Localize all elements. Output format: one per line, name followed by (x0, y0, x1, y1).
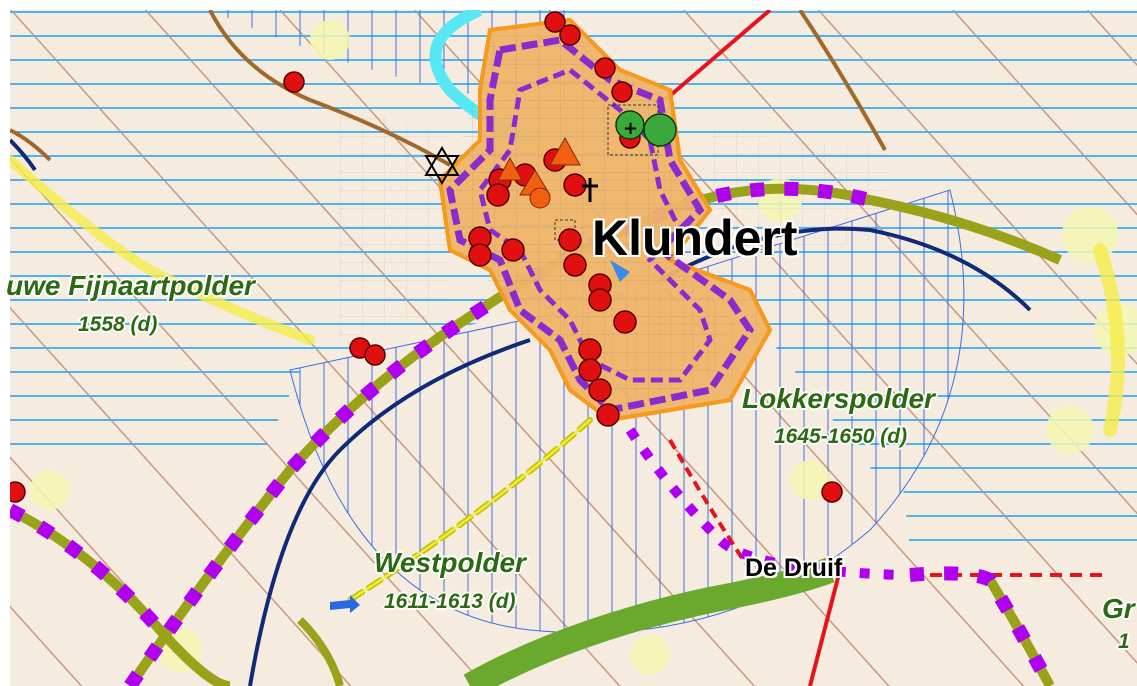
fortification-inner (477, 67, 713, 383)
red-dot-icon[interactable] (486, 183, 510, 207)
hamlet-label-de-druif: De Druif (745, 554, 843, 582)
red-dot-icon[interactable] (558, 228, 582, 252)
red-dot-icon[interactable] (544, 11, 566, 33)
green-dot-icon[interactable] (643, 113, 677, 147)
green-dot-icon[interactable] (615, 110, 645, 140)
red-dot-icon[interactable] (588, 288, 612, 312)
red-dot-icon[interactable] (588, 378, 612, 402)
railway-lines (10, 155, 1125, 603)
red-dot-icon[interactable] (611, 81, 633, 103)
polder-date-west: 1611-1613 (d) (384, 590, 516, 613)
red-dot-icon[interactable] (594, 57, 616, 79)
red-dot-icon[interactable] (468, 243, 492, 267)
red-dot-icon[interactable] (578, 358, 602, 382)
polder-date-edge: 1 (1118, 630, 1130, 653)
blue-arrow-icon[interactable] (330, 595, 360, 613)
polder-name-edge: Gr (1102, 593, 1135, 624)
triangle-icon[interactable] (497, 156, 523, 181)
red-dot-icon[interactable] (10, 481, 26, 503)
red-dot-icon[interactable] (364, 344, 386, 366)
suburb-streets-east (710, 130, 890, 260)
highway-line (463, 557, 835, 686)
red-dot-icon[interactable] (501, 238, 525, 262)
polder-name-west: Westpolder (374, 547, 526, 578)
polder-date-fijnaart: 1558 (d) (78, 313, 158, 336)
polder-name-fijnaart: uwe Fijnaartpolder (6, 270, 255, 301)
star-of-david-icon[interactable] (424, 146, 460, 185)
orange-dot-icon[interactable] (529, 187, 551, 209)
cross-icon[interactable] (582, 178, 598, 202)
red-dot-icon[interactable] (578, 338, 602, 362)
red-dot-icon[interactable] (596, 403, 620, 427)
poi-green[interactable] (615, 110, 677, 147)
triangle-icon[interactable] (549, 136, 581, 166)
red-dot-icon[interactable] (613, 310, 637, 334)
blue-arrow-icon[interactable] (610, 260, 630, 282)
town-label-klundert: Klundert (592, 210, 798, 266)
map-canvas[interactable]: + (10, 10, 1137, 686)
polder-date-lokker: 1645-1650 (d) (774, 425, 908, 448)
red-dot-icon[interactable] (563, 253, 587, 277)
plus-icon: + (623, 118, 638, 139)
horizontal-hatch-left (10, 350, 310, 460)
poi-orange[interactable] (497, 136, 581, 209)
suburb-streets (340, 110, 450, 340)
red-dot-icon[interactable] (559, 24, 581, 46)
red-dot-icon[interactable] (283, 71, 305, 93)
red-dot-icon[interactable] (821, 481, 843, 503)
polder-name-lokker: Lokkerspolder (742, 383, 935, 414)
